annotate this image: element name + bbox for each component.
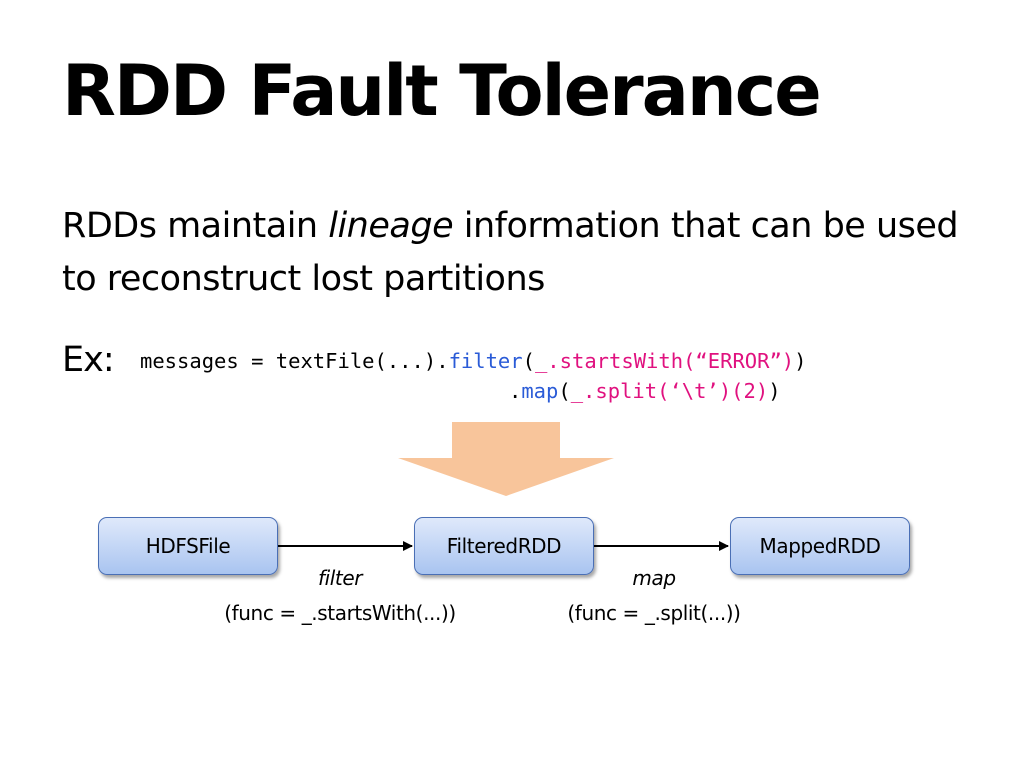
edge-func-map: (func = _.split(...))	[567, 601, 741, 625]
node-hdfsfile: HDFSFile	[98, 517, 278, 575]
code-line-2-method: map	[521, 379, 559, 403]
code-line-1-arg: _.startsWith(“ERROR”)	[534, 349, 795, 373]
node-filteredrdd: FilteredRDD	[414, 517, 594, 575]
code-line-1-open: (	[522, 349, 535, 373]
code-line-2: .map(_.split(‘\t’)(2))	[509, 379, 781, 403]
code-line-2-arg: _.split(‘\t’)(2)	[570, 379, 769, 403]
edge-label-filter: filter	[317, 566, 363, 590]
body-text: RDDs maintain lineage information that c…	[62, 200, 992, 306]
edge-label-map: map	[632, 566, 676, 590]
down-arrow-shape	[398, 422, 614, 496]
slide-title: RDD Fault Tolerance	[62, 50, 822, 132]
code-line-1-prefix: messages = textFile(...).	[140, 349, 449, 373]
code-line-1: messages = textFile(...).filter(_.starts…	[140, 349, 807, 373]
node-mappedrdd: MappedRDD	[730, 517, 910, 575]
body-text-start: RDDs maintain	[62, 206, 329, 246]
code-line-2-close: )	[768, 379, 781, 403]
code-line-2-prefix: .	[509, 379, 522, 403]
example-label: Ex:	[62, 340, 115, 380]
code-line-1-method: filter	[448, 349, 523, 373]
body-text-emphasis: lineage	[328, 206, 454, 246]
edge-func-filter: (func = _.startsWith(...))	[224, 601, 456, 625]
code-line-2-open: (	[558, 379, 571, 403]
code-line-1-close: )	[794, 349, 807, 373]
body-text-end: information that can be used to reconstr…	[62, 206, 959, 299]
